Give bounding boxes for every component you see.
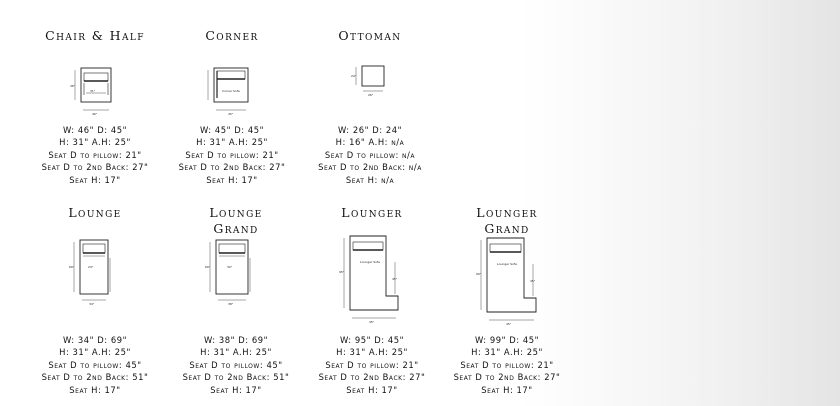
- product-specs: W: 46" D: 45" H: 31" A.H: 25" Seat D to …: [41, 125, 149, 185]
- bottom-dimension-label: 45": [369, 320, 375, 324]
- side-dimension-label: 99": [476, 272, 482, 276]
- inner-dimension-label: 30": [227, 265, 233, 269]
- side-dimension-label: 69": [69, 265, 75, 269]
- inner-dimension-label: 24": [88, 265, 94, 269]
- product-specs: W: 95" D: 45" H: 31" A.H: 25" Seat D to …: [318, 335, 426, 395]
- product-title: Lounge Grand: [209, 205, 263, 236]
- product-specs: W: 26" D: 24" H: 16" A.H: n/a Seat D to …: [318, 125, 422, 185]
- bottom-dimension-label: 34": [89, 302, 95, 306]
- side-dimension-label: 95": [339, 270, 345, 274]
- product-title: Corner: [205, 28, 259, 43]
- right-dimension-label: 45": [530, 279, 536, 283]
- bottom-dimension-label: 38": [228, 302, 234, 306]
- side-dimension-label: 36": [70, 84, 76, 88]
- product-title: Lounger Grand: [476, 205, 538, 236]
- inner-dimension-label: 31": [90, 89, 96, 93]
- right-dimension-label: 45": [392, 277, 398, 281]
- product-specs: W: 45" D: 45" H: 31" A.H: 25" Seat D to …: [178, 125, 286, 185]
- side-dimension-label: 69": [205, 265, 211, 269]
- product-title: Chair & Half: [45, 28, 145, 43]
- inner-label: Lounger Sofa: [360, 260, 380, 264]
- inner-label: Lounger Sofa: [497, 262, 517, 266]
- bottom-dimension-label: 46": [92, 112, 98, 116]
- product-title: Ottoman: [338, 28, 402, 43]
- bottom-dimension-label: 45": [228, 112, 234, 116]
- product-title: Lounge: [68, 205, 122, 220]
- inner-label: Corner Sofa: [222, 89, 240, 93]
- product-specs: W: 38" D: 69" H: 31" A.H: 25" Seat D to …: [182, 335, 290, 395]
- product-specs: W: 34" D: 69" H: 31" A.H: 25" Seat D to …: [41, 335, 149, 395]
- product-specs: W: 99" D: 45" H: 31" A.H: 25" Seat D to …: [453, 335, 561, 395]
- bottom-dimension-label: 45": [506, 322, 512, 326]
- side-dimension-label: 24": [351, 74, 357, 78]
- bottom-dimension-label: 26": [368, 93, 374, 97]
- product-title: Lounger: [341, 205, 403, 220]
